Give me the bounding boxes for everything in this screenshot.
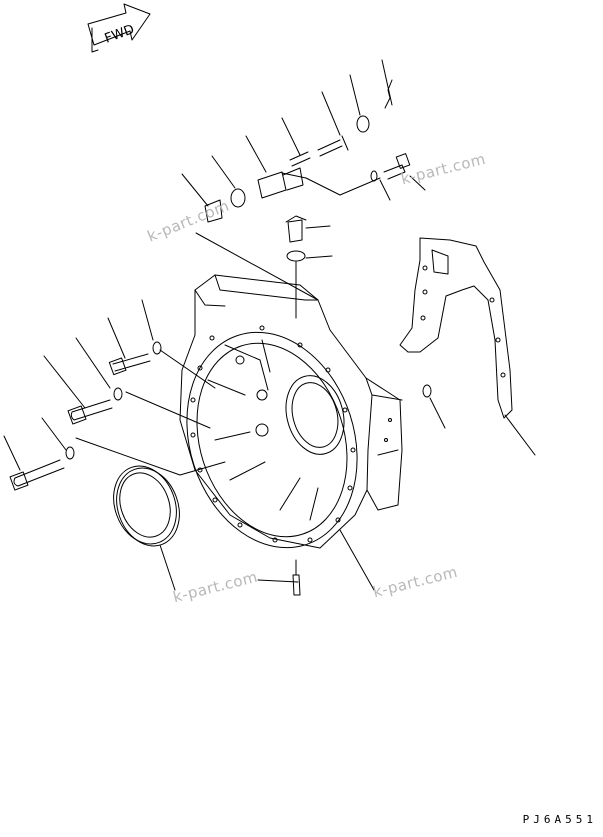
sensor-parts bbox=[204, 79, 411, 223]
housing-gasket bbox=[399, 237, 513, 419]
oil-seal bbox=[113, 465, 180, 547]
drawing-code: PJ6A551 bbox=[522, 813, 597, 826]
leader-lines bbox=[3, 59, 536, 591]
flywheel-housing bbox=[179, 274, 403, 549]
fwd-direction-arrow: FWD bbox=[87, 3, 151, 53]
fwd-label: FWD bbox=[103, 22, 137, 46]
plug-parts bbox=[285, 215, 432, 596]
bolt-group bbox=[9, 341, 162, 491]
